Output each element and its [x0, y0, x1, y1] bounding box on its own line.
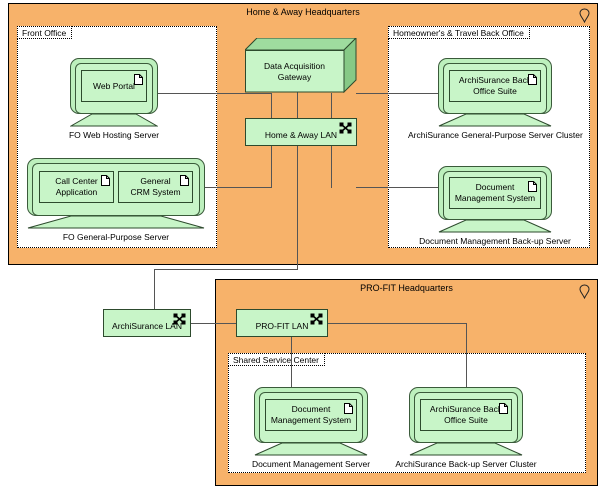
device-archisurance-gp-server-cluster[interactable]: ArchiSurance Back Office Suite ArchiSura…	[408, 58, 583, 140]
connector-lan-to-dmbackup	[356, 187, 438, 188]
document-icon	[528, 181, 537, 192]
location-title-hq: Home & Away Headquarters	[246, 7, 360, 17]
document-icon	[499, 403, 508, 414]
application-archisurance-back-office-suite[interactable]: ArchiSurance Back Office Suite	[420, 399, 512, 431]
group-label-shared-service-center: Shared Service Center	[228, 353, 325, 366]
device-stand	[409, 443, 523, 456]
document-icon	[134, 74, 143, 85]
device-archisurance-backup-server-cluster[interactable]: ArchiSurance Back Office Suite ArchiSura…	[395, 387, 537, 469]
connector-fogp-h	[205, 187, 272, 188]
device-label: ArchiSurance General-Purpose Server Clus…	[408, 130, 583, 140]
app-label-line2: Management System	[454, 193, 536, 203]
app-label: Document Management System	[271, 404, 351, 426]
app-label-line2: Application	[55, 187, 98, 197]
application-web-portal[interactable]: Web Portal	[81, 70, 147, 102]
app-label-line2: Office Suite	[473, 86, 517, 96]
application-archisurance-back-office-suite[interactable]: ArchiSurance Back Office Suite	[449, 70, 541, 102]
connector-webportal-h	[158, 93, 272, 94]
location-pin-icon	[579, 8, 590, 23]
device-fo-web-hosting-server[interactable]: Web Portal FO Web Hosting Server	[69, 58, 159, 140]
connector-lan-to-gp-cluster	[356, 93, 438, 94]
node-archisurance-lan[interactable]: ArchiSurance LAN	[103, 309, 191, 337]
document-icon	[528, 74, 537, 85]
node-pro-fit-lan[interactable]: PRO-FIT LAN	[236, 309, 328, 337]
connector-profitlan-down-dms	[291, 337, 292, 387]
device-stand	[438, 220, 552, 233]
app-label: Document Management System	[455, 182, 535, 204]
device-stand	[27, 216, 205, 229]
connector-gateway-to-lan	[297, 92, 298, 118]
connector-profitlan-down-backup	[466, 323, 467, 387]
app-label: Call Center Application	[55, 176, 98, 198]
device-label: Document Management Server	[251, 459, 371, 469]
network-icon	[173, 313, 186, 325]
node-data-acquisition-gateway[interactable]: Data Acquisition Gateway	[245, 38, 357, 93]
group-label-front-office: Front Office	[17, 26, 73, 39]
app-label-line1: ArchiSurance Back	[429, 404, 503, 414]
profit-lan-label: PRO-FIT LAN	[255, 321, 309, 331]
app-label-line1: General	[140, 176, 171, 186]
device-document-management-server[interactable]: Document Management System Document Mana…	[252, 387, 370, 469]
device-stand	[254, 443, 368, 456]
device-label: FO General-Purpose Server	[62, 232, 170, 242]
network-icon	[310, 313, 323, 325]
app-label-line1: Call Center	[55, 176, 98, 186]
connector-lan-dmbackup-v	[331, 145, 332, 188]
device-stand	[438, 114, 552, 127]
document-icon	[101, 175, 110, 186]
device-document-management-backup-server[interactable]: Document Management System Document Mana…	[419, 166, 571, 246]
app-label: Web Portal	[93, 80, 135, 91]
gateway-label-line1: Data Acquisition	[264, 61, 325, 71]
app-label-line2: CRM System	[130, 187, 181, 197]
document-icon	[180, 175, 189, 186]
document-icon	[344, 403, 353, 414]
connector-profitlan-right	[327, 323, 467, 324]
node-3d-shape	[245, 38, 357, 93]
connector-lan-down	[297, 145, 298, 269]
device-stand	[70, 114, 158, 127]
app-label-line1: Document	[475, 182, 515, 192]
application-general-crm-system[interactable]: General CRM System	[118, 171, 193, 203]
location-title-profit: PRO-FIT Headquarters	[360, 283, 453, 293]
connector-fogp-v	[271, 145, 272, 188]
device-label: Document Management Back-up Server	[419, 236, 571, 246]
connector-archilan-to-profitlan	[190, 323, 236, 324]
device-label: ArchiSurance Back-up Server Cluster	[395, 459, 537, 469]
app-label-line1: Document	[291, 404, 331, 414]
network-icon	[339, 122, 352, 134]
app-label: General CRM System	[130, 176, 180, 198]
hna-lan-label: Home & Away LAN	[264, 130, 338, 140]
device-label: FO Web Hosting Server	[68, 130, 160, 140]
archisurance-lan-label: ArchiSurance LAN	[112, 321, 182, 331]
gateway-label-line2: Gateway	[277, 72, 312, 82]
application-call-center[interactable]: Call Center Application	[39, 171, 114, 203]
connector-archilan-up	[154, 269, 155, 309]
device-fo-general-purpose-server[interactable]: Call Center Application General CRM Syst…	[27, 158, 205, 242]
location-pin-icon	[579, 284, 590, 299]
application-document-management-system[interactable]: Document Management System	[449, 177, 541, 209]
app-label: ArchiSurance Back Office Suite	[430, 404, 502, 426]
app-label-line1: ArchiSurance Back	[458, 75, 532, 85]
app-label-line2: Office Suite	[444, 415, 488, 425]
group-label-back-office: Homeowner's & Travel Back Office	[388, 26, 530, 39]
connector-webportal-v	[271, 93, 272, 118]
app-label: ArchiSurance Back Office Suite	[459, 75, 531, 97]
connector-lan-to-archilan-h	[154, 269, 298, 270]
connector-lan-gpcluster-v	[331, 93, 332, 118]
node-home-and-away-lan[interactable]: Home & Away LAN	[245, 118, 357, 146]
app-label-line2: Management System	[270, 415, 352, 425]
application-document-management-system[interactable]: Document Management System	[265, 399, 357, 431]
